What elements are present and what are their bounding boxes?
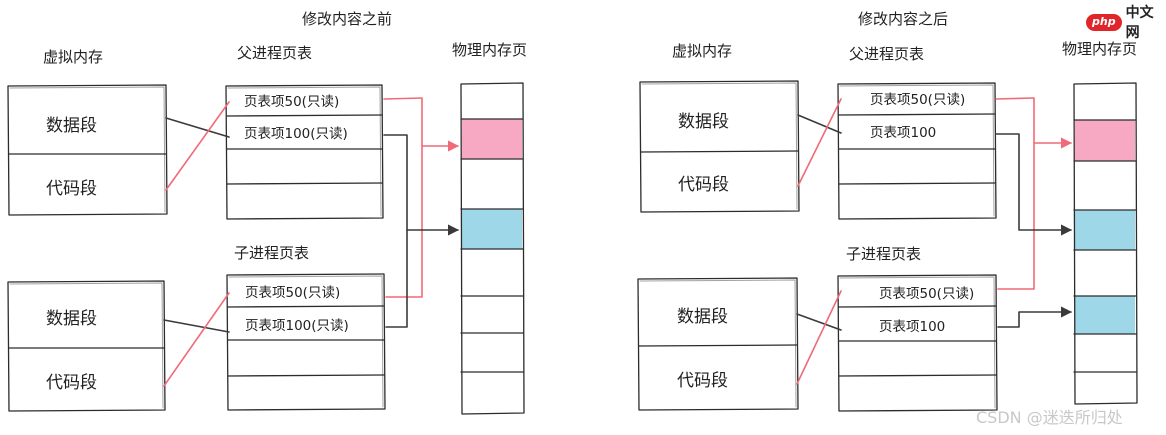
- child-data-segment: 数据段: [677, 307, 728, 327]
- panel-after: 修改内容之后 虚拟内存 父进程页表 物理内存页 子进程页表 数据段 代码段 页表…: [637, 10, 1138, 412]
- child-entry-50: 页表项50(只读): [879, 286, 974, 302]
- child-data-to-entry100-line: [796, 313, 842, 331]
- physical-memory: [1073, 82, 1138, 405]
- child-code-segment: 代码段: [677, 371, 728, 391]
- parent-table-label: 父进程页表: [237, 44, 312, 62]
- csdn-watermark: CSDN @迷迭所归处: [976, 408, 1123, 427]
- panel-before: 修改内容之前 虚拟内存 父进程页表 物理内存页 子进程页表 数据段 代码段 页表…: [7, 10, 527, 415]
- parent-data-segment: 数据段: [678, 112, 729, 132]
- red-bracket-line: [383, 97, 423, 298]
- parent-entry100-arrow-to-blue: [995, 133, 1073, 236]
- panel-before-title: 修改内容之前: [302, 10, 392, 28]
- parent-code-to-entry50-line: [797, 98, 842, 187]
- child-code-to-entry50-line: [163, 292, 230, 387]
- child-page-table: 页表项50(只读) 页表项100: [837, 274, 998, 412]
- parent-entry-100: 页表项100: [870, 125, 936, 141]
- child-virtual-memory: 数据段 代码段: [637, 277, 799, 411]
- php-badge: php: [1086, 13, 1122, 31]
- parent-data-segment: 数据段: [46, 116, 97, 136]
- child-entry-100: 页表项100: [879, 319, 945, 335]
- child-code-to-entry50-line: [796, 290, 842, 385]
- virtual-memory-label: 虚拟内存: [672, 42, 732, 60]
- physical-page-pink: [1075, 120, 1135, 161]
- child-table-label: 子进程页表: [846, 245, 921, 263]
- panel-after-title: 修改内容之后: [858, 10, 948, 28]
- physical-pages-label: 物理内存页: [452, 41, 527, 59]
- php-cn-logo: php 中文网: [1086, 2, 1166, 42]
- child-virtual-memory: 数据段 代码段: [7, 280, 166, 412]
- physical-page-blue: [462, 209, 522, 249]
- physical-memory: [460, 82, 525, 415]
- red-bracket-line: [995, 97, 1035, 290]
- physical-page-blue-parent: [1075, 210, 1135, 250]
- child-code-segment: 代码段: [46, 373, 97, 393]
- parent-entry-100: 页表项100(只读): [244, 126, 348, 142]
- parent-code-segment: 代码段: [46, 179, 97, 199]
- parent-page-table: 页表项50(只读) 页表项100: [837, 82, 997, 220]
- parent-table-label: 父进程页表: [849, 45, 924, 63]
- parent-code-to-entry50-line: [165, 101, 230, 191]
- parent-code-segment: 代码段: [678, 175, 729, 195]
- parent-entry-50: 页表项50(只读): [870, 92, 965, 108]
- black-bracket-line: [383, 134, 408, 328]
- parent-page-table: 页表项50(只读) 页表项100(只读): [225, 84, 384, 220]
- parent-virtual-memory: 数据段 代码段: [7, 84, 168, 216]
- parent-data-to-entry100-line: [797, 114, 842, 134]
- parent-virtual-memory: 数据段 代码段: [639, 80, 800, 213]
- child-entry100-arrow-to-blue: [997, 306, 1073, 328]
- child-data-to-entry100-line: [163, 319, 230, 333]
- parent-data-to-entry100-line: [165, 117, 230, 138]
- physical-page-blue-child: [1075, 296, 1135, 334]
- physical-page-pink: [462, 119, 522, 159]
- child-table-label: 子进程页表: [234, 244, 309, 262]
- child-page-table: 页表项50(只读) 页表项100(只读): [226, 273, 386, 411]
- virtual-memory-label: 虚拟内存: [43, 48, 103, 66]
- child-entry-100: 页表项100(只读): [245, 318, 349, 334]
- parent-entry-50: 页表项50(只读): [244, 94, 339, 110]
- child-entry-50: 页表项50(只读): [245, 285, 340, 301]
- brand-text: 中文网: [1125, 5, 1154, 41]
- physical-pages-label: 物理内存页: [1062, 40, 1137, 58]
- child-data-segment: 数据段: [46, 309, 97, 329]
